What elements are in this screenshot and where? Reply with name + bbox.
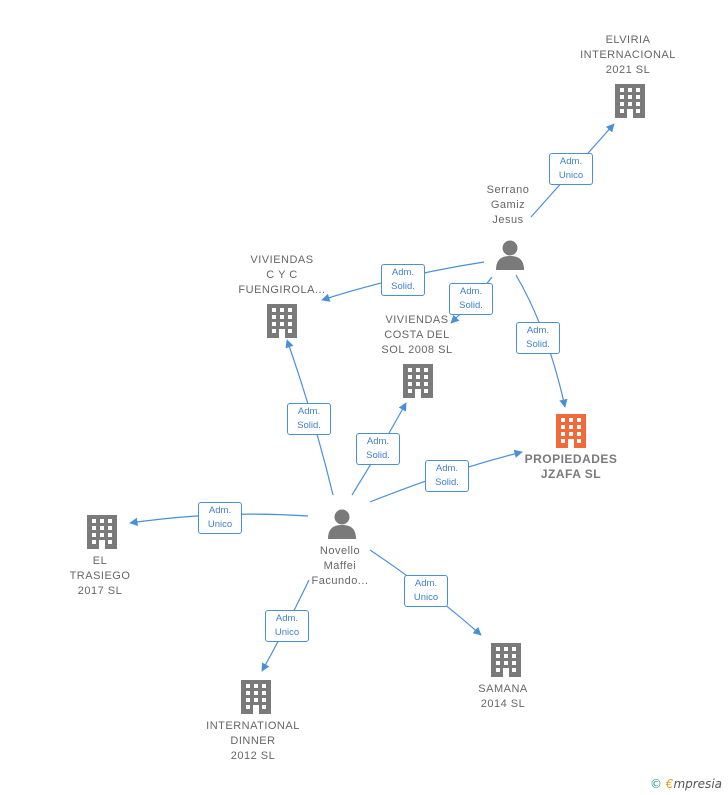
copyright-icon: © (649, 777, 662, 791)
node-label-viviendas-cyc[interactable]: VIVIENDAS C Y C FUENGIROLA... (238, 254, 326, 296)
node-label-viviendas-costa[interactable]: VIVIENDAS COSTA DEL SOL 2008 SL (381, 314, 453, 356)
node-label-international-dinner[interactable]: INTERNATIONAL DINNER 2012 SL (206, 720, 300, 762)
edge-label-novello-cyc[interactable]: Adm.Solid. (287, 403, 331, 435)
person-icon-serrano (496, 240, 524, 270)
person-icon-novello (328, 509, 356, 539)
brand-logo[interactable]: €mpresia (665, 777, 722, 791)
edge-label-serrano-costa[interactable]: Adm.Solid. (449, 283, 493, 315)
edge-label-serrano-propiedades[interactable]: Adm.Solid. (516, 322, 560, 354)
edge-label-serrano-cyc[interactable]: Adm.Solid. (381, 264, 425, 296)
node-label-el-trasiego[interactable]: EL TRASIEGO 2017 SL (69, 555, 131, 597)
edge-label-novello-samana[interactable]: Adm.Unico (404, 575, 448, 607)
node-label-serrano[interactable]: Serrano Gamiz Jesus (486, 184, 530, 226)
edge-label-novello-dinner[interactable]: Adm.Unico (265, 610, 309, 642)
building-icon-international-dinner (241, 680, 271, 714)
edge-label-novello-costa[interactable]: Adm.Solid. (356, 433, 400, 465)
edge-label-novello-propiedades[interactable]: Adm.Solid. (425, 460, 469, 492)
node-label-elviria[interactable]: ELVIRIA INTERNACIONAL 2021 SL (580, 34, 676, 76)
building-icon-elviria (615, 84, 645, 118)
building-icon-propiedades (556, 414, 586, 448)
building-icon-samana (491, 643, 521, 677)
node-label-novello[interactable]: Novello Maffei Facundo... (311, 545, 369, 587)
edge-label-serrano-elviria[interactable]: Adm.Unico (549, 153, 593, 185)
building-icon-viviendas-cyc (267, 304, 297, 338)
node-label-propiedades[interactable]: PROPIEDADES JZAFA SL (524, 452, 618, 481)
copyright-notice: © €mpresia (650, 777, 722, 791)
building-icon-viviendas-costa (403, 364, 433, 398)
edge-label-novello-trasiego[interactable]: Adm.Unico (198, 502, 242, 534)
building-icon-el-trasiego (87, 515, 117, 549)
node-label-samana[interactable]: SAMANA 2014 SL (478, 683, 528, 710)
